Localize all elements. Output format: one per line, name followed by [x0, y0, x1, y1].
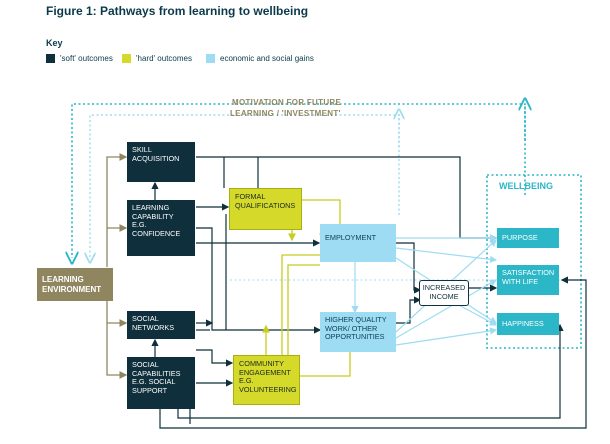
key-item-hard: 'hard' outcomes — [122, 54, 192, 63]
node-skill-acquisition: SKILL ACQUISITION — [127, 142, 195, 182]
key-swatch-gain — [206, 54, 215, 63]
node-satisfaction-with-life: SATISFACTION WITH LIFE — [497, 265, 559, 295]
wellbeing-title: WELLBEING — [499, 181, 553, 191]
environment-connectors — [106, 153, 128, 379]
node-employment: EMPLOYMENT — [320, 224, 396, 262]
soft-connectors — [151, 156, 587, 429]
motivation-label-line1: MOTIVATION FOR FUTURE — [232, 98, 342, 107]
node-happiness: HAPPINESS — [497, 313, 559, 335]
node-social-capabilities: SOCIAL CAPABILITIES E.G. SOCIAL SUPPORT — [127, 357, 195, 409]
key-swatch-soft — [46, 54, 55, 63]
node-community-engagement: COMMUNITY ENGAGEMENT E.G. VOLUNTEERING — [233, 355, 300, 405]
key-item-soft: 'soft' outcomes — [46, 54, 113, 63]
node-purpose: PURPOSE — [497, 228, 559, 248]
figure-title: Figure 1: Pathways from learning to well… — [46, 4, 309, 18]
node-learning-environment: LEARNING ENVIRONMENT — [37, 268, 113, 301]
key-label-hard: 'hard' outcomes — [136, 54, 192, 63]
motivation-label-line2: LEARNING / 'INVESTMENT' — [230, 109, 341, 118]
node-higher-quality-work: HIGHER QUALITY WORK/ OTHER OPPORTUNITIES — [320, 312, 396, 352]
key-swatch-hard — [122, 54, 131, 63]
key-label-gain: economic and social gains — [220, 54, 314, 63]
key-title: Key — [46, 38, 63, 48]
key-label-soft: 'soft' outcomes — [60, 54, 113, 63]
key-item-gain: economic and social gains — [206, 54, 314, 63]
node-formal-qualifications: FORMAL QUALIFICATIONS — [229, 188, 302, 230]
node-social-networks: SOCIAL NETWORKS — [127, 311, 195, 339]
node-increased-income: INCREASED INCOME — [419, 280, 469, 306]
wellbeing-boundary — [486, 174, 582, 349]
node-learning-capability: LEARNING CAPABILITY E.G. CONFIDENCE — [127, 200, 195, 256]
